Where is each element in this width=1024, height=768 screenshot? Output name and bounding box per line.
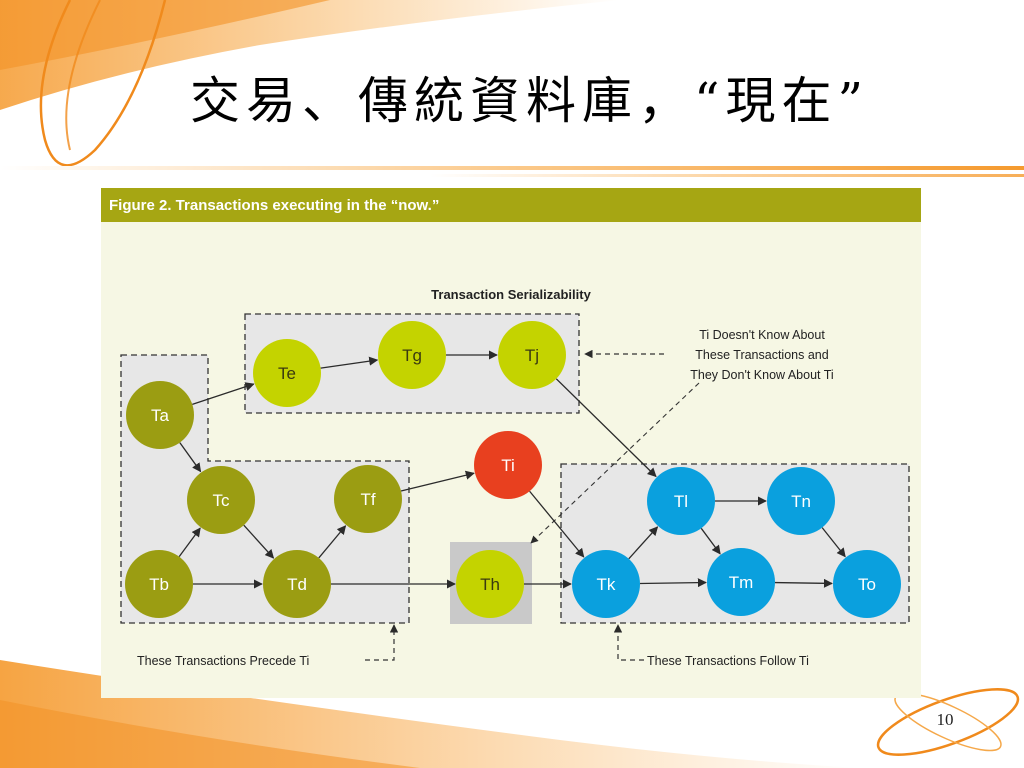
node-label: Ta xyxy=(151,406,170,425)
edge-tl-tm xyxy=(700,527,721,555)
annotation-follow: These Transactions Follow Ti xyxy=(647,654,809,668)
node-tk: Tk xyxy=(572,550,640,618)
annotation-follow-arrow xyxy=(613,624,644,661)
annotation-top-line3: They Don't Know About Ti xyxy=(690,368,833,382)
edge-ta-te xyxy=(192,382,255,405)
node-circle xyxy=(474,431,542,499)
node-circle xyxy=(126,381,194,449)
section-title: Transaction Serializability xyxy=(431,287,591,302)
node-th: Th xyxy=(456,550,524,618)
node-circle xyxy=(498,321,566,389)
node-tj: Tj xyxy=(498,321,566,389)
annotation-top-line1: Ti Doesn't Know About xyxy=(699,328,825,342)
node-tf: Tf xyxy=(334,465,402,533)
edge-tk-tl xyxy=(628,526,659,560)
figure-header: Figure 2. Transactions executing in the … xyxy=(101,188,921,222)
slide-title: 交易、傳統資料庫，“現在” xyxy=(190,72,870,130)
annotation-precede-arrow xyxy=(365,624,399,661)
node-label: To xyxy=(858,575,876,594)
edges-layer xyxy=(178,350,846,589)
node-circle xyxy=(833,550,901,618)
node-tl: Tl xyxy=(647,467,715,535)
node-circle xyxy=(456,550,524,618)
node-label: Ti xyxy=(501,456,515,475)
figure-panel: Figure 2. Transactions executing in the … xyxy=(101,188,921,698)
node-label: Tl xyxy=(674,492,688,511)
node-circle xyxy=(378,321,446,389)
node-circle xyxy=(253,339,321,407)
node-td: Td xyxy=(263,550,331,618)
node-label: Td xyxy=(287,575,307,594)
edge-tc-td xyxy=(243,524,275,559)
node-label: Tg xyxy=(402,346,422,365)
node-tm: Tm xyxy=(707,548,775,616)
node-circle xyxy=(263,550,331,618)
node-label: Tc xyxy=(213,491,231,510)
node-circle xyxy=(647,467,715,535)
node-label: Tf xyxy=(360,490,375,509)
node-to: To xyxy=(833,550,901,618)
annotation-top-line2: These Transactions and xyxy=(695,348,828,362)
node-label: Tb xyxy=(149,575,169,594)
edge-tb-tc xyxy=(178,527,201,558)
node-circle xyxy=(334,465,402,533)
edge-tm-to xyxy=(774,578,833,588)
edge-te-tg xyxy=(320,356,379,369)
node-te: Te xyxy=(253,339,321,407)
transaction-diagram: Transaction Serializability Ti Doesn't K… xyxy=(120,287,910,668)
node-circle xyxy=(187,466,255,534)
edge-ta-tc xyxy=(179,442,202,473)
edge-tj-tl xyxy=(555,378,657,478)
edge-ti-tk xyxy=(529,490,585,558)
annotation-diagonal-arrow xyxy=(530,382,700,544)
node-circle xyxy=(767,467,835,535)
edge-tn-to xyxy=(821,527,846,558)
node-label: Tn xyxy=(791,492,811,511)
annotation-precede: These Transactions Precede Ti xyxy=(137,654,309,668)
page-number: 10 xyxy=(936,710,954,729)
node-label: Tk xyxy=(597,575,616,594)
node-tg: Tg xyxy=(378,321,446,389)
node-tn: Tn xyxy=(767,467,835,535)
node-label: Tj xyxy=(525,346,539,365)
node-label: Te xyxy=(278,364,296,383)
node-tb: Tb xyxy=(125,550,193,618)
node-circle xyxy=(707,548,775,616)
node-label: Tm xyxy=(729,573,754,592)
node-circle xyxy=(572,550,640,618)
edge-tk-tm xyxy=(639,578,707,588)
node-ti: Ti xyxy=(474,431,542,499)
node-ta: Ta xyxy=(126,381,194,449)
edge-tf-ti xyxy=(400,470,475,492)
node-tc: Tc xyxy=(187,466,255,534)
node-circle xyxy=(125,550,193,618)
node-label: Th xyxy=(480,575,500,594)
edge-td-tf xyxy=(318,525,347,559)
